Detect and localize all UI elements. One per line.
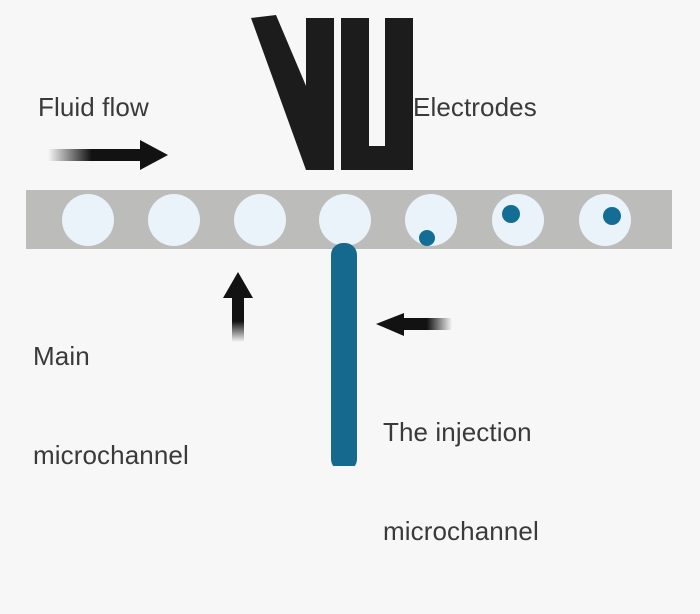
droplet-5	[405, 194, 457, 246]
label-main-microchannel-line2: microchannel	[33, 440, 189, 470]
droplet-6-inner-dot	[502, 205, 520, 223]
droplet-2	[148, 194, 200, 246]
injection-microchannel-bar	[331, 243, 357, 466]
droplet-7-inner-dot	[603, 207, 621, 225]
v-electrode-right-leg-icon	[306, 18, 334, 170]
label-injection-microchannel-line1: The injection	[383, 417, 532, 447]
droplet-3	[234, 194, 286, 246]
electrode-group	[251, 15, 413, 170]
diagram-canvas: Fluid flow Electrodes Main microchannel …	[26, 15, 672, 546]
label-electrodes: Electrodes	[413, 92, 537, 122]
microfluidic-diagram	[26, 15, 672, 466]
label-main-microchannel-line1: Main	[33, 341, 90, 371]
droplet-5-inner-dot	[419, 230, 435, 246]
label-main-microchannel: Main microchannel	[33, 274, 189, 538]
main-microchannel-arrow	[223, 272, 253, 342]
label-injection-microchannel: The injection microchannel	[383, 350, 539, 614]
u-electrode-icon	[341, 18, 413, 170]
label-fluid-flow: Fluid flow	[38, 92, 149, 122]
droplet-group	[62, 194, 631, 246]
droplet-4	[319, 194, 371, 246]
droplet-1	[62, 194, 114, 246]
droplet-6	[492, 194, 544, 246]
label-injection-microchannel-line2: microchannel	[383, 516, 539, 546]
fluid-flow-arrow	[48, 140, 168, 170]
injection-microchannel-arrow	[376, 313, 452, 336]
